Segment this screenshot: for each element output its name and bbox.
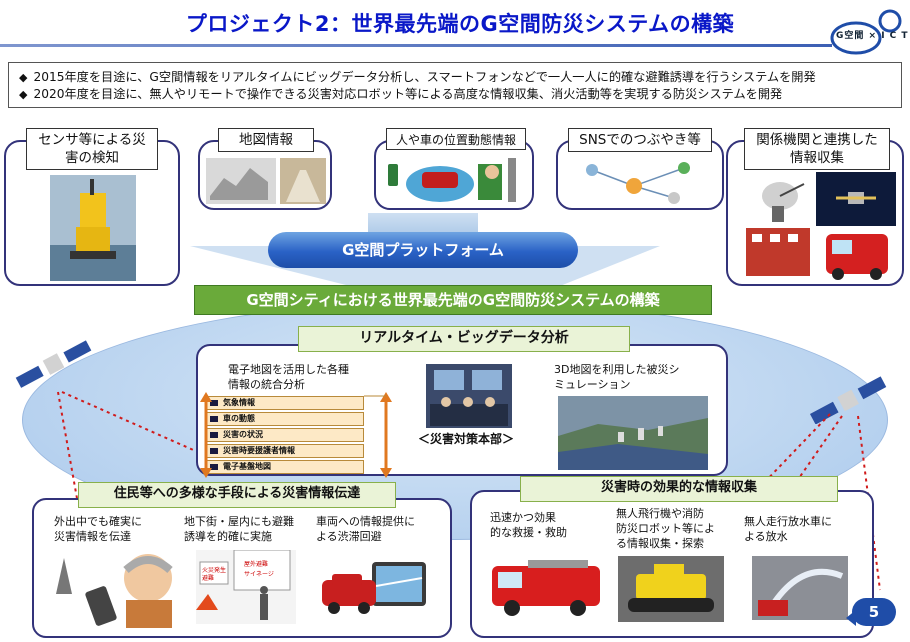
collection-label: 災害時の効果的な情報収集 (520, 476, 838, 502)
collection-item-2-line1: 無人飛行機や消防 (616, 507, 704, 520)
resident-item-2: 地下街・屋内にも避難 誘導を的確に実施 (184, 514, 294, 544)
3d-map-image (206, 158, 326, 204)
layer-weather: 気象情報 (206, 396, 364, 410)
system-title: G空間シティにおける世界最先端のG空間防災システムの構築 (194, 285, 712, 315)
objective-item: ◆ 2020年度を目途に、無人やリモートで操作できる災害対応ロボット等による高度な… (19, 86, 891, 103)
integration-text: 電子地図を活用した各種 情報の統合分析 (228, 362, 349, 392)
collection-item-3: 無人走行放水車に よる放水 (744, 514, 832, 544)
agency-collection-image (746, 172, 896, 280)
page-title: プロジェクト2：世界最先端のG空間防災システムの構築 (185, 12, 735, 36)
sign-fire-text: 火災発生 (202, 566, 226, 574)
resident-item-1: 外出中でも確実に 災害情報を伝達 (54, 514, 142, 544)
collection-item-1-line2: 的な救援・救助 (490, 526, 567, 539)
resident-item-1-line1: 外出中でも確実に (54, 515, 142, 528)
3d-simulation-image (558, 396, 708, 470)
car-navigation-image (322, 562, 426, 614)
map-label: 地図情報 (218, 128, 314, 152)
vehicle-location-image (388, 158, 516, 202)
agency-label: 関係機関と連携した 情報収集 (744, 128, 890, 170)
header-divider (0, 44, 832, 47)
resident-item-3: 車両への情報提供に よる渋滞回避 (316, 514, 415, 544)
logo-text: G空間 × I C T (836, 31, 909, 41)
collection-item-3-line1: 無人走行放水車に (744, 515, 832, 528)
collection-item-2-line2: 防災ロボット等によ (616, 522, 715, 535)
sign-evacuate-text: 避難 (202, 574, 214, 582)
water-cannon-image (752, 556, 848, 620)
elderly-smartphone-image (56, 554, 173, 628)
collection-item-1: 迅速かつ効果 的な救援・救助 (490, 510, 567, 540)
firefighting-robot-image (618, 556, 724, 622)
residents-label: 住民等への多様な手段による災害情報伝達 (78, 482, 396, 508)
layer-arrows (200, 392, 392, 478)
objective-text: 2020年度を目途に、無人やリモートで操作できる災害対応ロボット等による高度な情… (33, 87, 783, 101)
integration-line2: 情報の統合分析 (228, 378, 305, 391)
resident-item-2-line2: 誘導を的確に実施 (184, 530, 272, 543)
layer-vehicle: 車の動態 (206, 412, 364, 426)
simulation-line2: ミュレーション (554, 378, 631, 391)
agency-label-line2: 情報収集 (790, 150, 844, 166)
objectives-box: ◆ 2015年度を目途に、G空間情報をリアルタイムにビッグデータ分析し、スマートフ… (8, 62, 902, 108)
resident-item-3-line2: よる渋滞回避 (316, 530, 382, 543)
sign-signage-text: サイネージ (244, 571, 274, 578)
resident-item-3-line1: 車両への情報提供に (316, 515, 415, 528)
diamond-bullet-icon: ◆ (19, 88, 28, 101)
resident-item-1-line2: 災害情報を伝達 (54, 530, 131, 543)
satellite-left-icon (15, 340, 93, 389)
collection-item-3-line2: よる放水 (744, 530, 788, 543)
sns-network-image (586, 162, 690, 204)
collection-item-2-line3: る情報収集・探索 (616, 537, 704, 550)
layer-basemap: 電子基盤地図 (206, 460, 364, 474)
sensor-label: センサ等による災 害の検知 (26, 128, 158, 170)
collection-item-1-line1: 迅速かつ効果 (490, 511, 556, 524)
page-number-pointer (846, 610, 856, 626)
sensor-label-line1: センサ等による災 (38, 132, 146, 148)
analysis-label: リアルタイム・ビッグデータ分析 (298, 326, 630, 352)
collection-item-2: 無人飛行機や消防 防災ロボット等によ る情報収集・探索 (616, 506, 715, 551)
diamond-bullet-icon: ◆ (19, 71, 28, 84)
simulation-line1: 3D地図を利用した被災シ (554, 363, 680, 376)
simulation-text: 3D地図を利用した被災シ ミュレーション (554, 362, 679, 392)
integration-line1: 電子地図を活用した各種 (228, 363, 349, 376)
sign-outdoor-text: 屋外避難 (244, 560, 268, 568)
page-number: 5 (852, 598, 896, 626)
g-space-ict-logo (830, 9, 902, 55)
objective-text: 2015年度を目途に、G空間情報をリアルタイムにビッグデータ分析し、スマートフォ… (33, 70, 816, 84)
satellite-right-icon (809, 376, 887, 424)
sensor-label-line2: 害の検知 (65, 150, 119, 166)
underground-evacuation-image: 火災発生 避難 屋外避難 サイネージ (196, 550, 296, 624)
fire-engine-image (492, 560, 600, 616)
g-space-platform: G空間プラットフォーム (268, 232, 578, 268)
disaster-hq-label: ＜災害対策本部＞ (418, 432, 515, 446)
ocean-buoy-image (50, 175, 136, 281)
objective-item: ◆ 2015年度を目途に、G空間情報をリアルタイムにビッグデータ分析し、スマートフ… (19, 69, 891, 86)
location-label: 人や車の位置動態情報 (386, 128, 526, 150)
disaster-hq-image (426, 364, 512, 428)
agency-label-line1: 関係機関と連携した (756, 132, 878, 148)
sns-label: SNSでのつぶやき等 (568, 128, 712, 152)
resident-item-2-line1: 地下街・屋内にも避難 (184, 515, 294, 528)
